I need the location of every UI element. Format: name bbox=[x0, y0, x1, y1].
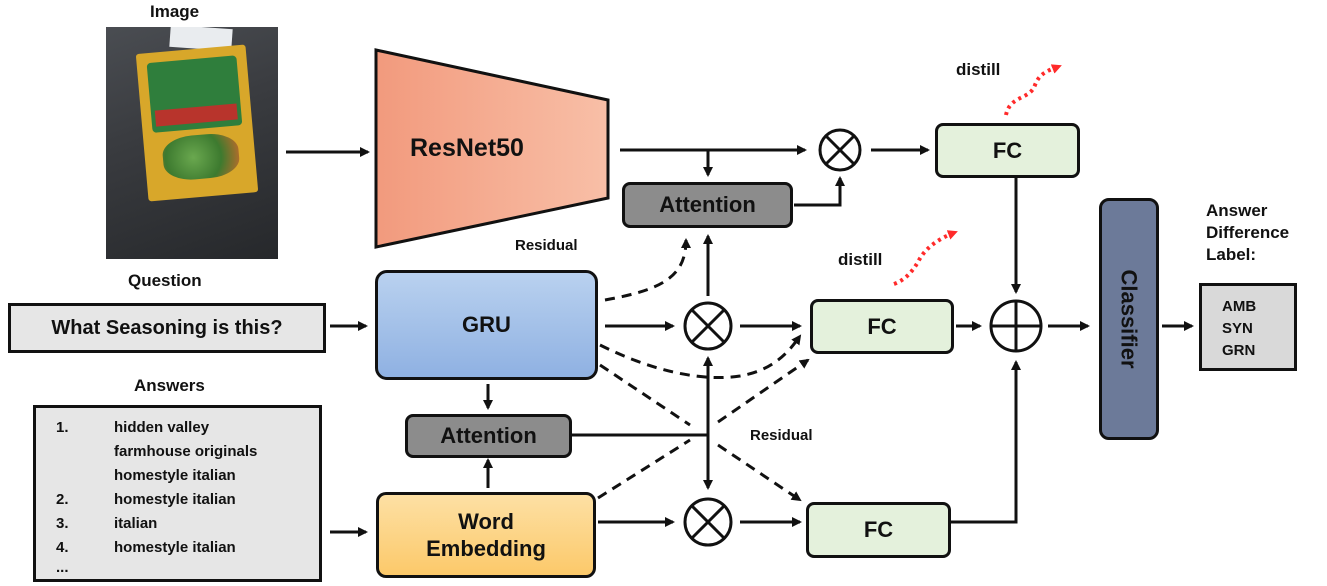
seasoning-packet-picture bbox=[135, 44, 259, 202]
answer-3-line-1: italian bbox=[114, 515, 158, 532]
distill-arrow-middle bbox=[893, 230, 958, 286]
edge-fc-bottom-to-plus bbox=[950, 360, 1021, 524]
residual-label-upper: Residual bbox=[515, 237, 578, 254]
sum-node bbox=[989, 299, 1043, 353]
label-grn: GRN bbox=[1222, 342, 1256, 359]
edge-gru-diagonal-dashed bbox=[599, 363, 691, 427]
answer-difference-title: Answer Difference Label: bbox=[1206, 201, 1290, 265]
fc-middle: FC bbox=[810, 299, 954, 354]
multiply-node-top bbox=[818, 128, 862, 172]
label-amb: AMB bbox=[1222, 298, 1257, 315]
question-box: What Seasoning is this? bbox=[8, 303, 326, 353]
attention-bottom-label: Attention bbox=[440, 423, 537, 448]
classifier-label: Classifier bbox=[1117, 269, 1142, 369]
edge-gru-to-fc-mid-dashed bbox=[599, 334, 802, 380]
multiply-node-middle bbox=[683, 301, 733, 351]
question-label: Question bbox=[128, 271, 202, 290]
answer-4-line-1: homestyle italian bbox=[114, 539, 236, 556]
multiply-node-bottom bbox=[683, 497, 733, 547]
attention-bottom: Attention bbox=[405, 414, 572, 458]
edge-attention-top-to-mult-top bbox=[794, 176, 845, 207]
answer-1-num: 1. bbox=[56, 419, 69, 436]
label-syn: SYN bbox=[1222, 320, 1253, 337]
gru-label: GRU bbox=[462, 312, 511, 337]
fc-top-label: FC bbox=[992, 137, 1023, 163]
answer-more: ... bbox=[56, 559, 69, 576]
fc-top: FC bbox=[935, 123, 1080, 178]
distill-label-top: distill bbox=[956, 60, 1001, 79]
word-embedding-block: Word Embedding bbox=[376, 492, 596, 578]
input-image bbox=[106, 27, 278, 259]
residual-label-lower: Residual bbox=[750, 427, 813, 444]
classifier-block: Classifier bbox=[1099, 198, 1159, 440]
attention-top-label: Attention bbox=[659, 192, 756, 217]
fc-middle-label: FC bbox=[867, 313, 897, 339]
edge-word-to-fc-mid-dashed-2 bbox=[717, 358, 810, 424]
word-embedding-label: Word Embedding bbox=[426, 508, 546, 562]
answer-difference-box: AMB SYN GRN bbox=[1199, 283, 1297, 371]
answer-3-num: 3. bbox=[56, 515, 69, 532]
answer-1-line-2: farmhouse originals bbox=[114, 443, 258, 460]
answers-label: Answers bbox=[134, 376, 205, 395]
answer-2-num: 2. bbox=[56, 491, 69, 508]
gru-block: GRU bbox=[375, 270, 598, 380]
distill-arrow-top bbox=[1004, 64, 1062, 116]
answer-1-line-1: hidden valley bbox=[114, 419, 210, 436]
fc-bottom: FC bbox=[806, 502, 951, 558]
question-text: What Seasoning is this? bbox=[51, 316, 283, 339]
attention-top: Attention bbox=[622, 182, 793, 228]
resnet50-label: ResNet50 bbox=[410, 134, 524, 162]
image-label: Image bbox=[150, 2, 200, 21]
edge-word-to-fc-mid-dashed bbox=[597, 438, 691, 500]
answer-4-num: 4. bbox=[56, 539, 69, 556]
edge-gru-diagonal-dashed-2 bbox=[717, 443, 802, 502]
answer-2-line-1: homestyle italian bbox=[114, 491, 236, 508]
answers-box: 1. hidden valley farmhouse originals hom… bbox=[33, 405, 322, 582]
fc-bottom-label: FC bbox=[863, 517, 894, 542]
edge-gru-to-attention-top-dashed bbox=[604, 238, 691, 302]
resnet50-block bbox=[374, 48, 610, 249]
distill-label-middle: distill bbox=[838, 250, 883, 269]
answer-1-line-3: homestyle italian bbox=[114, 467, 236, 484]
